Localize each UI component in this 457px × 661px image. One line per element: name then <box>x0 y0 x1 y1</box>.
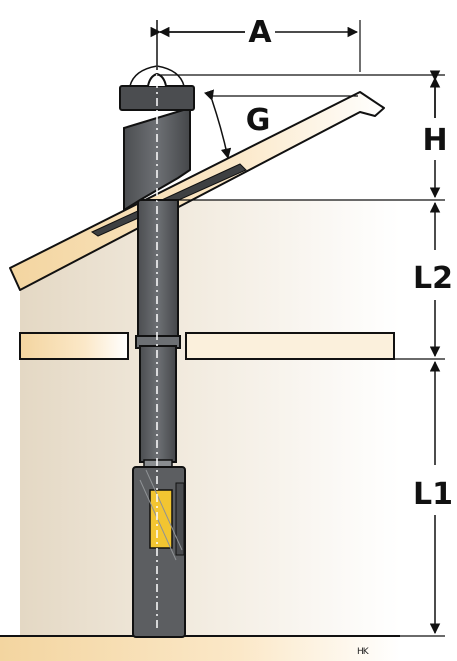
interior-wall <box>20 200 400 635</box>
artist-signature: HK <box>357 647 370 657</box>
reference-lines <box>157 20 445 637</box>
angle-g: G <box>204 89 271 160</box>
label-length-l1: L1 <box>413 477 453 512</box>
floor <box>0 635 400 661</box>
dimension-h: H <box>422 70 448 199</box>
label-length-l2: L2 <box>413 261 453 296</box>
label-angle-g: G <box>246 103 271 138</box>
dimension-a: A <box>150 15 359 50</box>
ceiling-slab <box>19 332 395 360</box>
label-offset-a: A <box>248 15 272 50</box>
dimension-l1: L1 <box>413 360 453 635</box>
stove-window <box>149 489 173 549</box>
dimension-l2: L2 <box>413 201 453 358</box>
label-height-h: H <box>422 123 447 158</box>
chimney-pipe <box>135 199 181 471</box>
stove <box>132 466 186 638</box>
